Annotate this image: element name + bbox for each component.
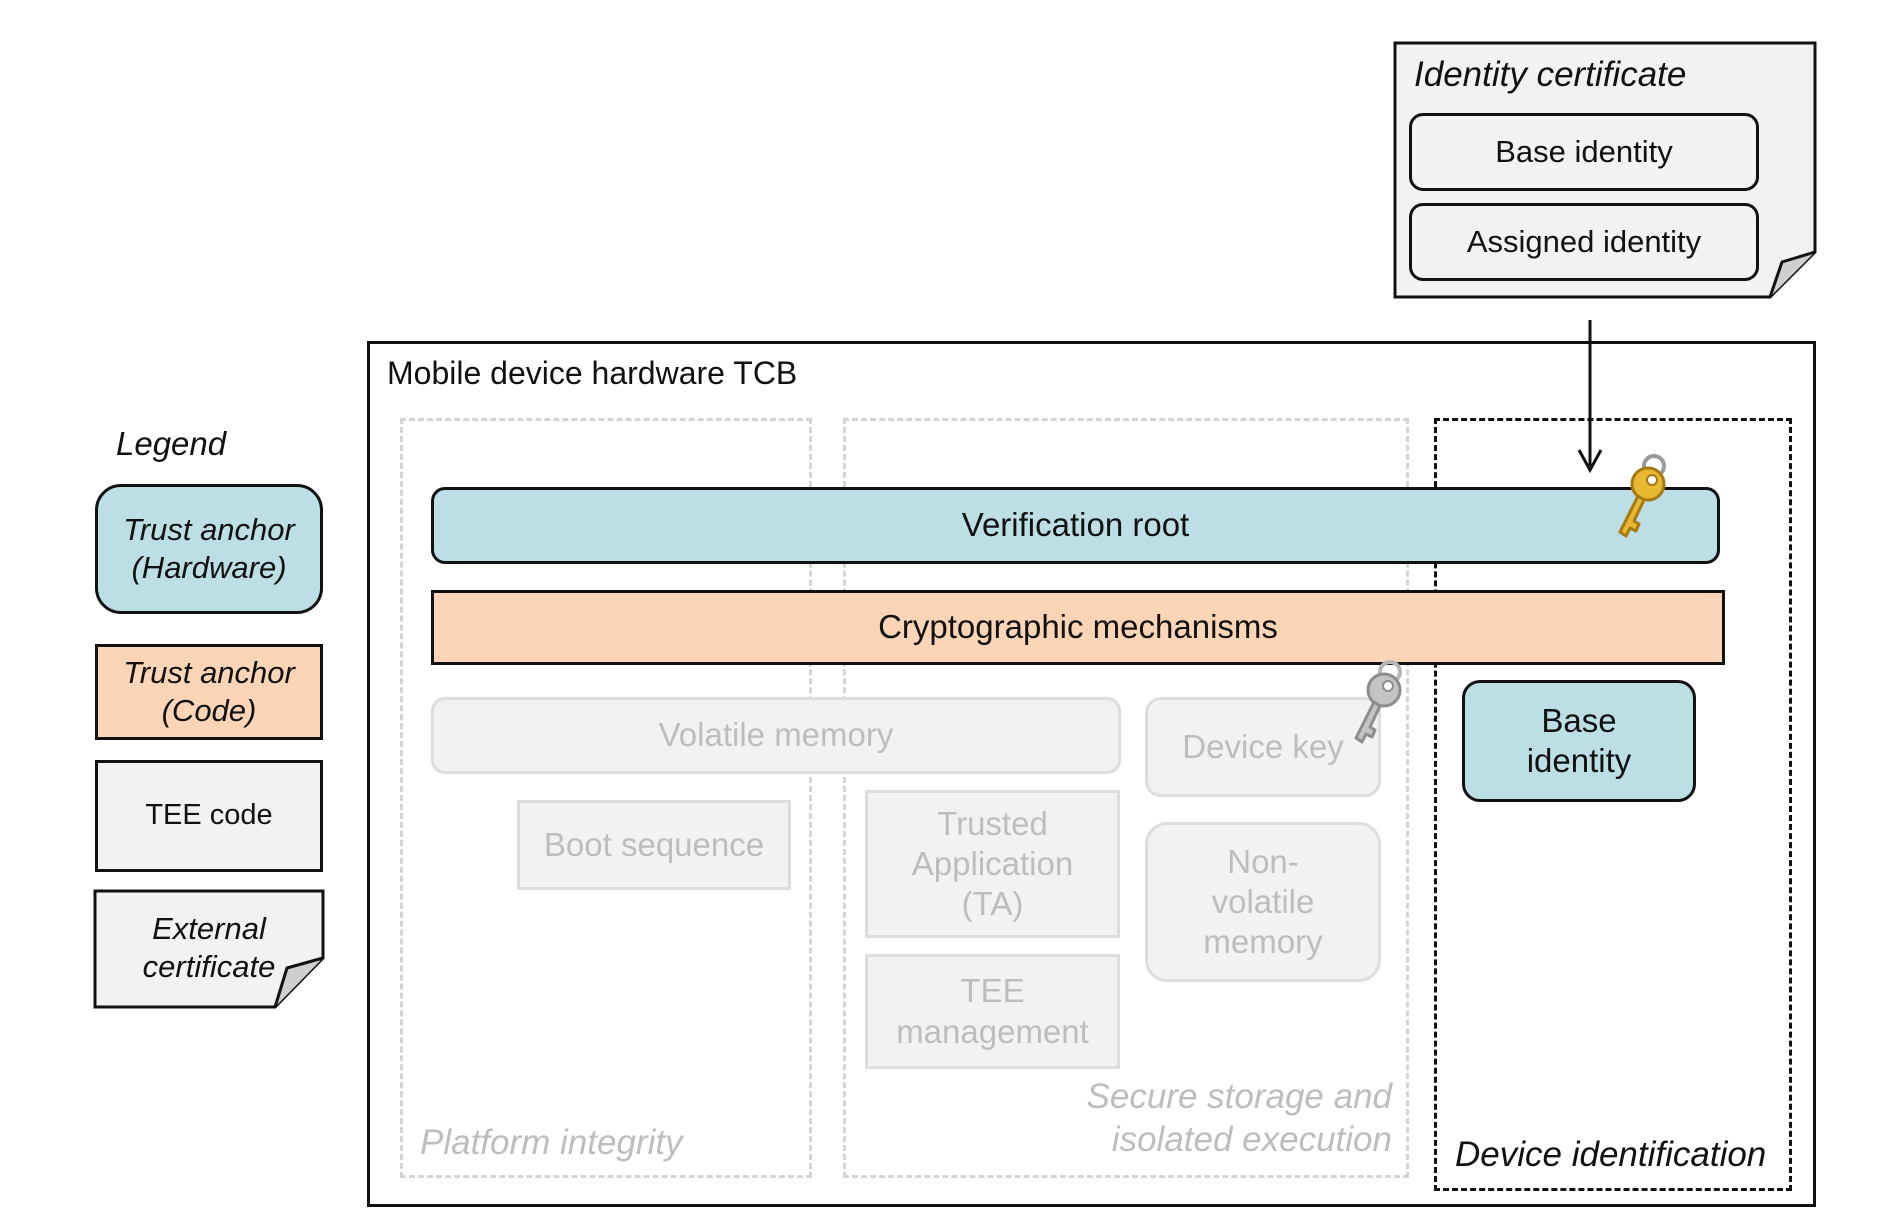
region-secure-storage-label: Secure storage and isolated execution — [1080, 1076, 1392, 1161]
legend-code-line2: (Code) — [161, 693, 257, 728]
legend-hardware-line1: Trust anchor — [123, 512, 295, 548]
nvm-line3: memory — [1203, 923, 1323, 961]
legend-title: Legend — [116, 425, 227, 462]
legend-tee-code: TEE code — [95, 760, 323, 872]
non-volatile-memory: Non- volatile memory — [1145, 822, 1381, 982]
cryptographic-mechanisms: Cryptographic mechanisms — [431, 590, 1725, 665]
trusted-application: Trusted Application (TA) — [865, 790, 1120, 938]
volatile-memory: Volatile memory — [431, 697, 1121, 774]
legend-certificate-line2: certificate — [142, 949, 276, 984]
boot-sequence-label: Boot sequence — [543, 825, 765, 863]
nvm-line1: Non- — [1227, 842, 1299, 880]
region-secure-line1: Secure storage and — [1086, 1077, 1392, 1116]
tee-management: TEE management — [865, 954, 1120, 1069]
region-device-identification — [1434, 418, 1792, 1191]
ta-line1: Trusted — [937, 804, 1048, 842]
tee-mgmt-line1: TEE — [960, 972, 1025, 1010]
tcb-title: Mobile device hardware TCB — [387, 355, 798, 391]
base-identity: Base identity — [1462, 680, 1696, 802]
ta-line3: (TA) — [961, 885, 1024, 923]
gray-key-icon — [1354, 660, 1402, 744]
base-identity-line2: identity — [1526, 742, 1632, 779]
verification-root-label: Verification root — [961, 506, 1190, 544]
base-identity-line1: Base — [1541, 701, 1617, 739]
boot-sequence: Boot sequence — [517, 800, 791, 890]
legend-hardware-line2: (Hardware) — [131, 550, 287, 585]
region-secure-line2: isolated execution — [1111, 1119, 1392, 1159]
cert-assigned-identity: Assigned identity — [1409, 203, 1759, 281]
gold-key-icon — [1618, 454, 1666, 538]
ta-line2: Application — [911, 844, 1074, 882]
legend-certificate-line1: External — [152, 911, 266, 947]
certificate-arrow — [1577, 320, 1603, 474]
cert-base-identity-label: Base identity — [1495, 134, 1673, 170]
tcb-container — [367, 341, 1816, 1207]
cryptographic-mechanisms-label: Cryptographic mechanisms — [878, 608, 1278, 646]
region-platform-integrity — [400, 418, 812, 1178]
region-device-identification-label: Device identification — [1455, 1135, 1767, 1174]
tee-mgmt-line2: management — [896, 1012, 1089, 1050]
cert-assigned-identity-label: Assigned identity — [1466, 224, 1702, 260]
legend-code-anchor: Trust anchor (Code) — [95, 644, 323, 740]
volatile-memory-label: Volatile memory — [658, 716, 894, 754]
cert-base-identity: Base identity — [1409, 113, 1759, 191]
legend-tee-code-label: TEE code — [145, 799, 273, 832]
legend-external-certificate: External certificate — [95, 892, 323, 1004]
region-platform-integrity-label: Platform integrity — [420, 1123, 683, 1162]
identity-certificate-title: Identity certificate — [1414, 55, 1687, 94]
verification-root: Verification root — [431, 487, 1720, 564]
legend-certificate-shape — [93, 889, 325, 1009]
device-key-label: Device key — [1182, 727, 1344, 765]
nvm-line2: volatile — [1211, 882, 1315, 920]
device-key: Device key — [1145, 697, 1381, 797]
legend-hardware-anchor: Trust anchor (Hardware) — [95, 484, 323, 614]
region-secure-storage — [843, 418, 1409, 1178]
legend-code-line1: Trust anchor — [123, 655, 295, 691]
